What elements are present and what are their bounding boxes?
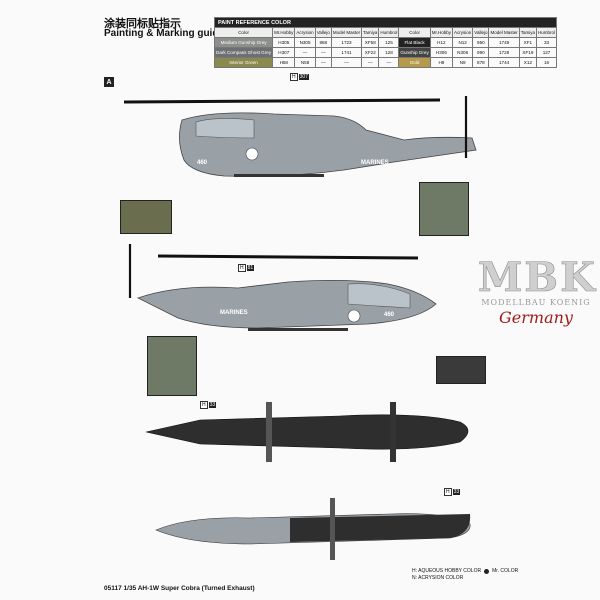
kit-footer: 05117 1/35 AH-1W Super Cobra (Turned Exh… bbox=[104, 585, 255, 592]
stub-wing bbox=[330, 498, 335, 560]
title-english: Painting & Marking guide bbox=[104, 28, 225, 39]
main-rotor-blade bbox=[123, 98, 441, 104]
table-header-row: Color Mr.Hobby Acrysion Vallejo Model Ma… bbox=[213, 27, 558, 38]
marines-text: MARINES bbox=[220, 310, 248, 316]
nose-number: 460 bbox=[197, 160, 208, 166]
detail-inset-3 bbox=[147, 336, 197, 396]
logo-subtitle: MODELLBAU KOENIG bbox=[481, 298, 591, 307]
stub-wing bbox=[266, 402, 272, 462]
side-view-a-diagram: MARINES 460 bbox=[123, 96, 477, 177]
dark-underside bbox=[290, 514, 471, 542]
landing-skid bbox=[248, 328, 348, 331]
table-row: Dark Compass Ghost Grey H307— —1741 XF22… bbox=[213, 47, 558, 58]
mr-color-icon bbox=[484, 569, 490, 574]
detail-inset-1 bbox=[120, 200, 172, 234]
main-rotor-blade bbox=[157, 254, 419, 260]
logo-mbk: MBK bbox=[478, 254, 597, 301]
marines-text: MARINES bbox=[361, 160, 389, 166]
landing-skid bbox=[234, 174, 324, 177]
title-chinese: 涂装同标贴指示 bbox=[104, 17, 181, 30]
roundel bbox=[347, 309, 361, 323]
canopy bbox=[195, 118, 255, 139]
table-title: PAINT REFERENCE COLOR bbox=[213, 17, 558, 28]
canopy bbox=[347, 283, 411, 309]
roundel bbox=[245, 147, 259, 161]
tail-rotor-blade bbox=[390, 402, 396, 462]
side-view-b-diagram: MARINES 460 bbox=[128, 244, 437, 331]
paint-reference-table: PAINT REFERENCE COLOR Color Mr.Hobby Acr… bbox=[213, 17, 558, 68]
fuselage-top bbox=[145, 414, 469, 450]
mbk-logo: MBK MODELLBAU KOENIG Germany bbox=[478, 254, 597, 327]
section-marker-a: A bbox=[104, 77, 114, 87]
nose-number: 460 bbox=[384, 312, 395, 318]
detail-inset-2 bbox=[419, 182, 469, 236]
logo-country: Germany bbox=[499, 308, 573, 327]
bottom-view-diagram bbox=[155, 498, 471, 560]
legend-row: N: ACRYSION COLOR bbox=[412, 575, 464, 581]
top-view-diagram bbox=[145, 402, 469, 462]
detail-inset-4 bbox=[436, 356, 486, 384]
